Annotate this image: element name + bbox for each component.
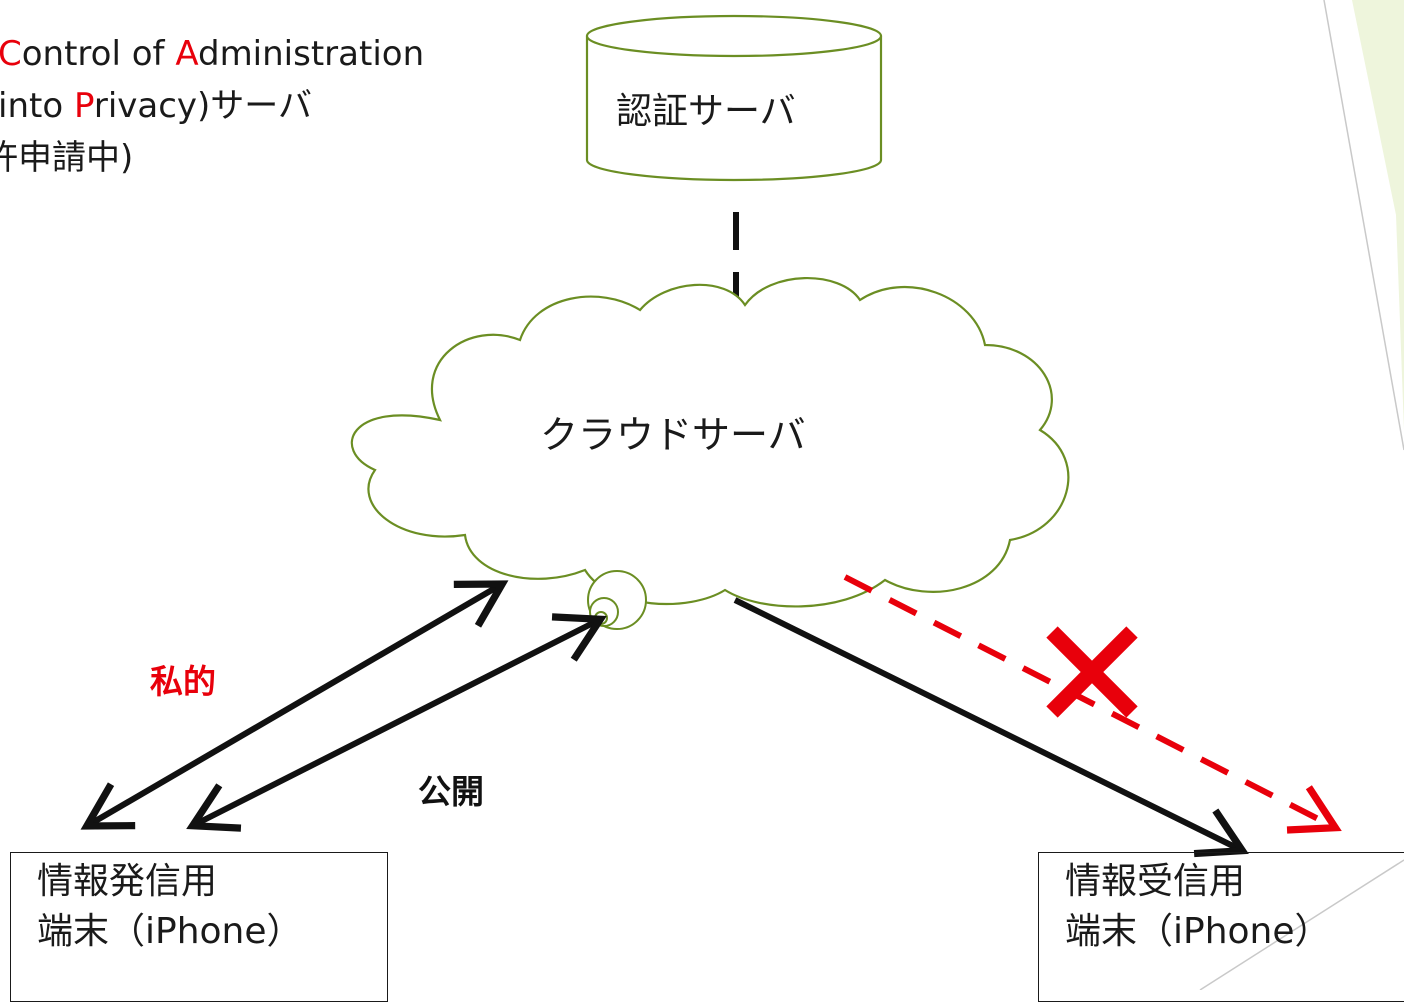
title-line-1: Control of Administration	[0, 28, 424, 80]
title-line-1-rest: dministration	[197, 34, 425, 74]
receiver-terminal-line-2: 端末（iPhone）	[1065, 911, 1331, 952]
title-line-2-start: into	[0, 86, 74, 126]
title-line-1-mid: ontrol of	[21, 34, 176, 74]
slide-accent-line	[1323, 0, 1404, 451]
cloud-bubble-small	[594, 611, 608, 625]
public-arrow	[186, 613, 607, 832]
title-initial-c: C	[0, 34, 22, 74]
sender-terminal-box: 情報発信用 端末（iPhone）	[10, 852, 388, 1002]
auth-server-label: 認証サーバ	[616, 91, 796, 132]
cloud-server-label: クラウドサーバ	[540, 413, 806, 457]
slide-accent-panel	[1352, 0, 1404, 430]
sender-terminal-line-2: 端末（iPhone）	[37, 911, 303, 952]
blocked-arrow	[843, 574, 1342, 834]
cloud-receiver-arrow	[733, 597, 1249, 858]
sender-terminal-line-1: 情報発信用	[37, 861, 218, 902]
private-label: 私的	[150, 662, 216, 701]
cloud-shape	[350, 277, 1070, 608]
title-initial-a: A	[175, 34, 198, 74]
title-initial-p: P	[73, 86, 94, 126]
receiver-terminal-box: 情報受信用 端末（iPhone）	[1038, 852, 1404, 1002]
title-line-3: 許申請中)	[0, 138, 134, 178]
public-label: 公開	[418, 772, 484, 811]
slide-accent-line-2	[1199, 859, 1404, 990]
title-line-2: into Privacy)サーバ	[0, 80, 424, 132]
receiver-terminal-line-1: 情報受信用	[1065, 861, 1246, 902]
system-title: Control of Administration into Privacy)サ…	[0, 28, 424, 184]
blocked-x-icon	[1046, 626, 1138, 718]
title-line-2-rest: rivacy)サーバ	[93, 86, 312, 126]
auth-server-cylinder	[585, 14, 883, 182]
